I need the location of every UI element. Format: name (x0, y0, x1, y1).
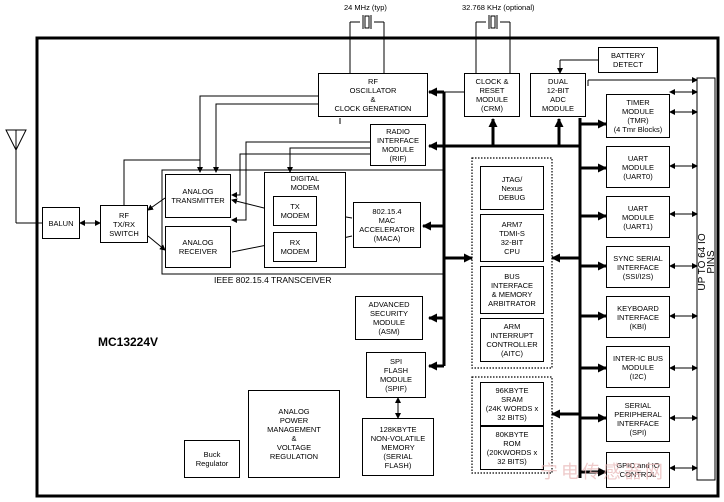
uart1-block: UART MODULE (UART1) (606, 196, 670, 238)
tmr-block: TIMER MODULE (TMR) (4 Tmr Blocks) (606, 94, 670, 138)
rif-block: RADIO INTERFACE MODULE (RIF) (370, 124, 426, 166)
buck-regulator-block: Buck Regulator (184, 440, 240, 478)
gpio-block: GPIO and IO CONTROL (606, 452, 670, 488)
i2c-block: INTER-IC BUS MODULE (I2C) (606, 346, 670, 388)
antenna-icon (5, 129, 42, 224)
crm-block: CLOCK & RESET MODULE (CRM) (464, 73, 520, 117)
analog-receiver-block: ANALOG RECEIVER (165, 226, 231, 268)
cpu-block: ARM7 TDMI-S 32-BIT CPU (480, 214, 544, 262)
ssi-block: SYNC SERIAL INTERFACE (SSI/I2S) (606, 246, 670, 288)
analog-transmitter-block: ANALOG TRANSMITTER (165, 174, 231, 218)
serial-flash-block: 128KBYTE NON-VOLATILE MEMORY (SERIAL FLA… (362, 418, 434, 476)
battery-detect-block: BATTERY DETECT (598, 47, 658, 73)
kbi-block: KEYBOARD INTERFACE (KBI) (606, 296, 670, 338)
asm-block: ADVANCED SECURITY MODULE (ASM) (355, 296, 423, 340)
transceiver-label: IEEE 802.15.4 TRANSCEIVER (214, 275, 332, 285)
aitc-block: ARM INTERRUPT CONTROLLER (AITC) (480, 318, 544, 362)
chip-name: MC13224V (98, 335, 159, 349)
balun-block: BALUN (42, 207, 80, 239)
adc-block: DUAL 12-BIT ADC MODULE (530, 73, 586, 117)
jtag-block: JTAG/ Nexus DEBUG (480, 166, 544, 210)
crystal-32khz-label: 32.768 KHz (optional) (462, 3, 535, 12)
uart0-block: UART MODULE (UART0) (606, 146, 670, 188)
tx-modem-block: TX MODEM (273, 196, 317, 226)
rom-block: 80KBYTE ROM (20KWORDS x 32 BITS) (480, 426, 544, 470)
memory-group-outline (471, 376, 553, 474)
crystal-24mhz-label: 24 MHz (typ) (344, 3, 387, 12)
crystal-32khz (475, 15, 511, 73)
power-management-block: ANALOG POWER MANAGEMENT & VOLTAGE REGULA… (248, 390, 340, 478)
watermark: 宁电传感器网 (540, 462, 666, 483)
crystal-24mhz (349, 15, 385, 73)
rf-switch-block: RF TX/RX SWITCH (100, 205, 148, 243)
spif-block: SPI FLASH MODULE (SPIF) (366, 352, 426, 398)
sram-block: 96KBYTE SRAM (24K WORDS x 32 BITS) (480, 382, 544, 426)
io-pins-bar (696, 77, 716, 481)
rx-modem-block: RX MODEM (273, 232, 317, 262)
rf-oscillator-block: RF OSCILLATOR & CLOCK GENERATION (318, 73, 428, 117)
digital-modem-label: DIGITAL MODEM (290, 174, 320, 192)
bus-interface-block: BUS INTERFACE & MEMORY ARBITRATOR (480, 266, 544, 314)
maca-block: 802.15.4 MAC ACCELERATOR (MACA) (353, 202, 421, 248)
spi-block: SERIAL PERIPHERAL INTERFACE (SPI) (606, 396, 670, 442)
cpu-group-outline (471, 157, 553, 369)
chip-outline (35, 36, 720, 498)
io-pins-label: UP TO 64 IO PINS (697, 233, 717, 291)
